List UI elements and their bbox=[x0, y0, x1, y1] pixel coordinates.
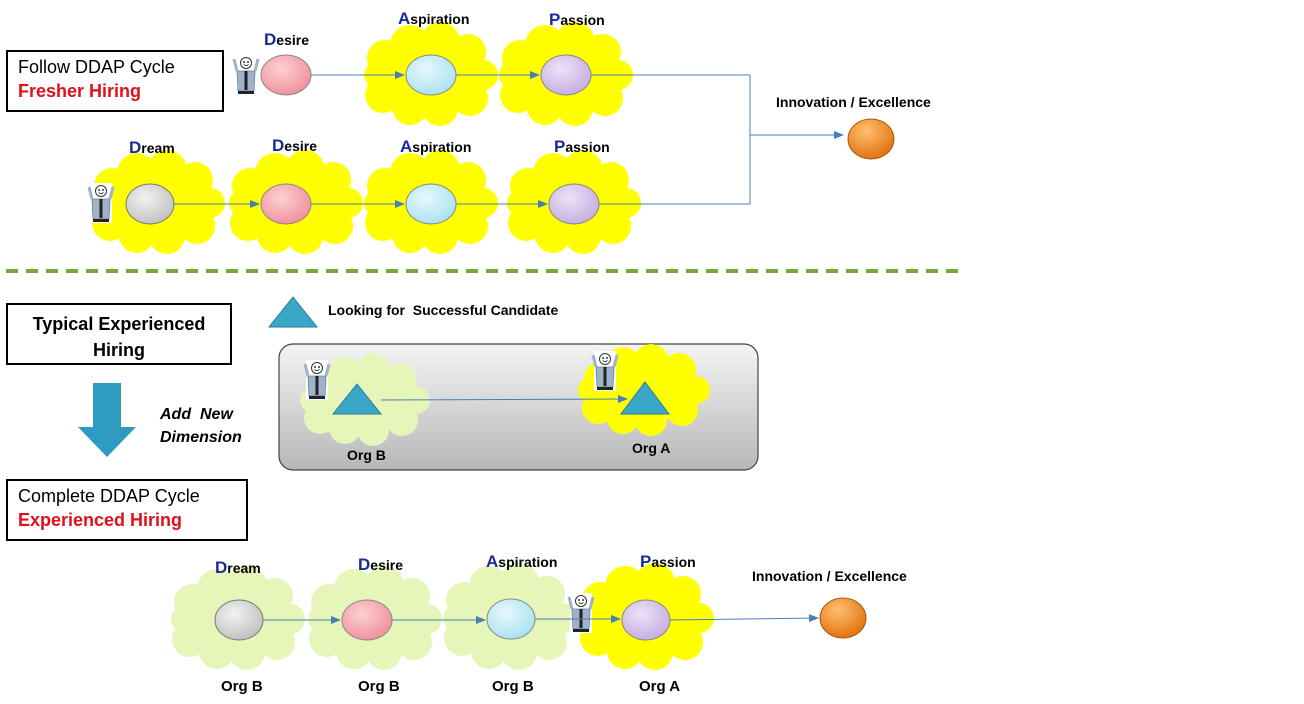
panel-org-b-label: Org B bbox=[347, 447, 386, 463]
panel-org-b-triangle bbox=[331, 383, 383, 415]
row2-passion-rest: assion bbox=[565, 139, 610, 155]
fresher-box-line1: Follow DDAP Cycle bbox=[18, 57, 175, 77]
bottom-outcome-label: Innovation / Excellence bbox=[752, 568, 907, 584]
bottom-aspiration-initial: A bbox=[486, 552, 499, 571]
row2-aspiration-initial: A bbox=[400, 137, 413, 156]
legend-label: Looking for Successful Candidate bbox=[328, 302, 559, 318]
row1-desire-label: Desire bbox=[264, 30, 309, 50]
panel-connector bbox=[380, 395, 628, 404]
row2-passion-label: Passion bbox=[554, 137, 610, 157]
panel-org-a-label: Org A bbox=[632, 440, 671, 456]
row1-desire-node bbox=[260, 54, 312, 96]
bottom-org-a-label: Org A bbox=[639, 678, 681, 695]
row2-connectors bbox=[174, 131, 844, 208]
row2-person bbox=[87, 181, 115, 225]
row1-passion-node bbox=[540, 54, 592, 96]
add-dimension-arrow-icon bbox=[78, 383, 136, 457]
bottom-dream-node bbox=[214, 599, 264, 641]
fresher-box-line2: Fresher Hiring bbox=[18, 81, 142, 101]
bottom-connectors bbox=[263, 614, 819, 624]
row1-aspiration-initial: A bbox=[398, 9, 411, 28]
row1-aspiration-rest: spiration bbox=[410, 11, 470, 27]
complete-box-line1: Complete DDAP Cycle bbox=[18, 486, 200, 506]
legend-triangle-icon bbox=[267, 296, 319, 328]
typical-box-line2: Hiring bbox=[93, 340, 145, 360]
typical-hiring-box: Typical Experienced Hiring bbox=[6, 303, 232, 365]
row2-desire-node bbox=[260, 183, 312, 225]
bottom-aspiration-label: Aspiration bbox=[486, 552, 557, 572]
panel-org-a-cloud bbox=[578, 344, 710, 436]
row1-desire-initial: D bbox=[264, 30, 277, 49]
bottom-desire-initial: D bbox=[358, 555, 371, 574]
bottom-aspiration-node bbox=[486, 598, 536, 640]
row1-passion-initial: P bbox=[549, 10, 561, 29]
row2-aspiration-rest: spiration bbox=[412, 139, 472, 155]
row2-dream-node bbox=[125, 183, 175, 225]
bottom-org-b-label-2: Org B bbox=[358, 678, 400, 695]
panel-person-org-a bbox=[591, 349, 619, 393]
row2-dream-label: Dream bbox=[129, 138, 175, 158]
row2-desire-label: Desire bbox=[272, 136, 317, 156]
bottom-org-b-label-3: Org B bbox=[492, 678, 534, 695]
row1-aspiration-node bbox=[405, 54, 457, 96]
row1-passion-label: Passion bbox=[549, 10, 605, 30]
bottom-aspiration-rest: spiration bbox=[498, 554, 558, 570]
row2-aspiration-label: Aspiration bbox=[400, 137, 471, 157]
bottom-desire-node bbox=[341, 599, 393, 641]
bottom-person bbox=[567, 591, 595, 635]
row1-aspiration-cloud bbox=[364, 22, 498, 126]
row1-desire-rest: esire bbox=[276, 32, 309, 48]
add-dimension-label: Add New Dimension bbox=[160, 403, 242, 449]
bottom-dream-rest: ream bbox=[227, 560, 261, 576]
bottom-desire-label: Desire bbox=[358, 555, 403, 575]
panel-org-a-triangle bbox=[620, 381, 670, 415]
top-outcome-node bbox=[847, 118, 895, 160]
top-outcome-label: Innovation / Excellence bbox=[776, 94, 931, 110]
bottom-passion-initial: P bbox=[640, 552, 652, 571]
panel-person-org-b bbox=[303, 358, 331, 402]
row2-passion-node bbox=[548, 183, 600, 225]
row2-passion-initial: P bbox=[554, 137, 566, 156]
row2-dream-rest: ream bbox=[141, 140, 175, 156]
bottom-passion-label: Passion bbox=[640, 552, 696, 572]
bottom-passion-rest: assion bbox=[651, 554, 696, 570]
bottom-passion-node bbox=[621, 599, 671, 641]
bottom-dream-label: Dream bbox=[215, 558, 261, 578]
row2-aspiration-node bbox=[405, 183, 457, 225]
bottom-outcome-node bbox=[819, 597, 867, 639]
add-dimension-line2: Dimension bbox=[160, 429, 242, 446]
fresher-hiring-box: Follow DDAP Cycle Fresher Hiring bbox=[6, 50, 224, 112]
row2-desire-initial: D bbox=[272, 136, 285, 155]
experienced-hiring-box: Complete DDAP Cycle Experienced Hiring bbox=[6, 479, 248, 541]
complete-box-line2: Experienced Hiring bbox=[18, 510, 183, 530]
row1-person bbox=[232, 53, 260, 97]
row2-dream-initial: D bbox=[129, 138, 142, 157]
typical-box-line1: Typical Experienced bbox=[32, 314, 206, 334]
bottom-desire-cloud bbox=[308, 566, 442, 670]
add-dimension-line1: Add New bbox=[160, 406, 233, 423]
bottom-org-b-label-1: Org B bbox=[221, 678, 263, 695]
bottom-dream-initial: D bbox=[215, 558, 228, 577]
bottom-desire-rest: esire bbox=[370, 557, 403, 573]
row1-passion-rest: assion bbox=[560, 12, 605, 28]
row1-connectors bbox=[311, 71, 751, 135]
row1-aspiration-label: Aspiration bbox=[398, 9, 469, 29]
row2-desire-rest: esire bbox=[284, 138, 317, 154]
bottom-dream-cloud bbox=[171, 566, 305, 670]
